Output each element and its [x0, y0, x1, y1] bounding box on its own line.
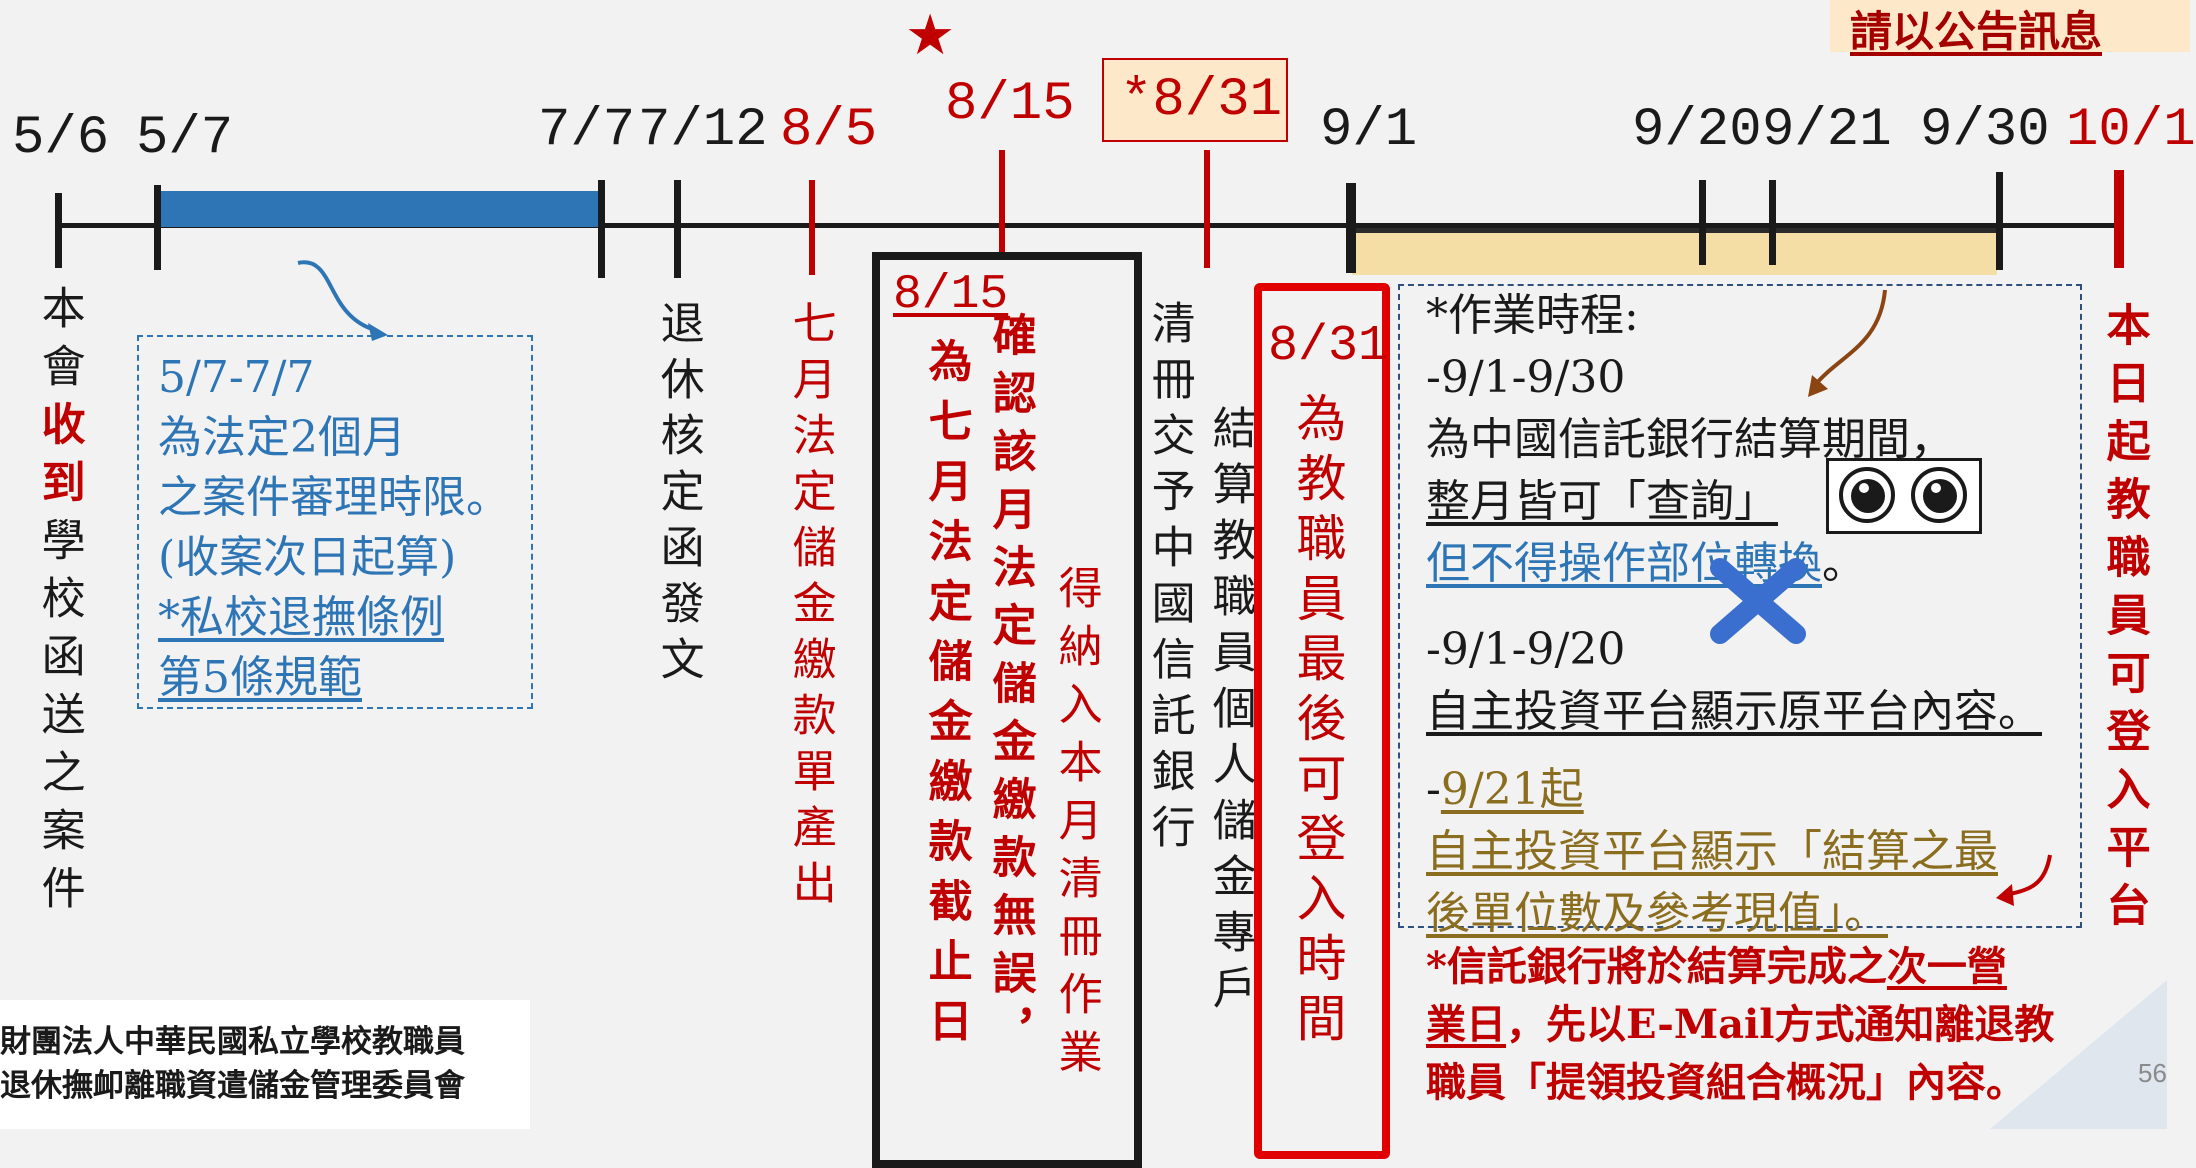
deadline-8-15-box [872, 252, 1142, 1168]
schedule-r7a: - [1426, 764, 1441, 815]
note-l1a: *信託銀行將於結算完成之 [1426, 943, 1887, 990]
col-roster-to-bank: 清冊交予中國信託銀行 [1143, 300, 1195, 860]
tick-9-30 [1996, 172, 2003, 270]
corner-decoration [1990, 980, 2167, 1129]
red-arrow-icon [1996, 854, 2052, 906]
schedule-r7b: 9/21起 [1440, 764, 1584, 815]
review-line-3: 之案件審理時限。 [158, 472, 510, 523]
note-l2b: ，先以E-Mail方式通知離退教 [1506, 1001, 2055, 1048]
date-8-15: 8/15 [945, 74, 1075, 135]
schedule-r6: 自主投資平台顯示原平台內容。 [1426, 686, 2042, 737]
box-815-col3: 得納入本月清冊作業 [1050, 565, 1102, 1087]
cross-icon [1710, 558, 1806, 644]
col-login-from-today: 本日起教職員可登入平台 [2098, 302, 2150, 940]
tick-5-6 [55, 193, 62, 268]
date-5-7: 5/7 [136, 108, 234, 169]
tick-7-12 [674, 180, 681, 278]
col-received-p3: 學校函送之案件 [33, 517, 85, 923]
date-9-30: 9/30 [1920, 100, 2050, 161]
date-5-6: 5/6 [12, 108, 110, 169]
schedule-r9: 後單位數及參考現值」。 [1426, 888, 1888, 939]
date-9-21: 9/21 [1762, 100, 1892, 161]
schedule-title: *作業時程: [1426, 290, 1639, 341]
date-8-31-box [1102, 58, 1288, 142]
review-box-content: 5/7-7/7 為法定2個月 之案件審理時限。 (收案次日起算) *私校退撫條例… [158, 348, 510, 708]
schedule-r4b: 。 [1822, 538, 1866, 589]
review-line-4: (收案次日起算) [158, 532, 457, 583]
col-approval-letter: 退休核定函發文 [652, 300, 704, 692]
box-815-date: 8/15 [893, 268, 1009, 322]
date-7-7: 7/7 [538, 100, 636, 161]
review-line-5: *私校退撫條例 [158, 592, 444, 643]
box-831-date: 8/31 [1268, 318, 1389, 375]
tick-10-1 [2114, 170, 2124, 268]
schedule-box [1398, 284, 2082, 928]
bank-notice-note: *信託銀行將於結算完成之次一營 業日，先以E-Mail方式通知離退教 職員「提領… [1426, 938, 2054, 1112]
last-login-8-31-box [1254, 283, 1390, 1159]
col-received-p2: 收到 [33, 401, 85, 517]
col-received-cases: 本會收到學校函送之案件 [33, 285, 85, 923]
review-line-2: 為法定2個月 [158, 412, 406, 463]
slide-number: 56 [2138, 1058, 2167, 1088]
date-9-20: 9/20 [1632, 100, 1762, 161]
date-8-31: *8/31 [1120, 70, 1283, 131]
tick-9-20 [1699, 180, 1706, 265]
timeline-line [58, 223, 2120, 228]
footer-org-box [0, 1000, 530, 1129]
tick-9-1 [1346, 183, 1356, 273]
period-bar-settlement [1352, 228, 1997, 275]
tick-5-7 [154, 185, 161, 270]
notice-banner [1830, 0, 2190, 52]
tick-8-31 [1204, 150, 1210, 268]
schedule-r3: 整月皆可「查詢」 [1426, 476, 1778, 527]
schedule-r1: -9/1-9/30 [1426, 352, 1626, 403]
schedule-r8: 自主投資平台顯示「結算之最 [1426, 826, 1998, 877]
note-l2a: 業日 [1426, 1001, 1506, 1048]
tick-8-5 [809, 180, 815, 275]
schedule-r4: 但不得操作部位轉換 [1426, 538, 1822, 589]
review-line-1: 5/7-7/7 [158, 352, 315, 403]
eyes-icon [1826, 458, 1982, 534]
note-l3: 職員「提領投資組合概況」內容。 [1426, 1059, 2026, 1106]
date-9-1: 9/1 [1320, 100, 1418, 161]
footer-line-1: 財團法人中華民國私立學校教職員 [0, 1024, 465, 1060]
col-received-p1: 本會 [33, 285, 85, 401]
footer-org: 財團法人中華民國私立學校教職員 退休撫卹離職資遣儲金管理委員會 [0, 1020, 465, 1108]
note-l1b: 次一營 [1886, 943, 2007, 990]
tick-8-15 [999, 150, 1005, 253]
box-815-col1: 為七月法定儲金繳款截止日 [920, 338, 972, 1058]
date-8-5: 8/5 [780, 100, 878, 161]
schedule-content: *作業時程: -9/1-9/30 為中國信託銀行結算期間， 整月皆可「查詢」 但… [1426, 285, 2042, 945]
review-line-6: 第5條規範 [158, 652, 362, 703]
schedule-r5: -9/1-9/20 [1426, 624, 1626, 675]
tick-7-7 [598, 180, 605, 278]
tick-9-21 [1769, 180, 1776, 265]
schedule-r2: 為中國信託銀行結算期間， [1426, 414, 1954, 465]
date-7-12: 7/12 [638, 100, 768, 161]
notice-text: 請以公告訊息 [1850, 7, 2103, 56]
col-payment-slip: 七月法定儲金繳款單產出 [784, 300, 836, 916]
col-settle-accounts: 結算教職員個人儲金專戶 [1204, 405, 1256, 1021]
box-831-text: 為教職員最後可登入時間 [1288, 392, 1347, 1052]
star-icon: ★ [905, 3, 956, 68]
period-bar-review [158, 191, 600, 227]
box-815-col2: 確認該月法定儲金繳款無誤， [984, 312, 1036, 1066]
curved-arrow-icon [297, 260, 388, 341]
brown-arrow-icon [1808, 289, 1887, 397]
review-period-box [137, 335, 533, 709]
date-10-1: 10/1 [2066, 100, 2196, 161]
footer-line-2: 退休撫卹離職資遣儲金管理委員會 [0, 1068, 465, 1104]
